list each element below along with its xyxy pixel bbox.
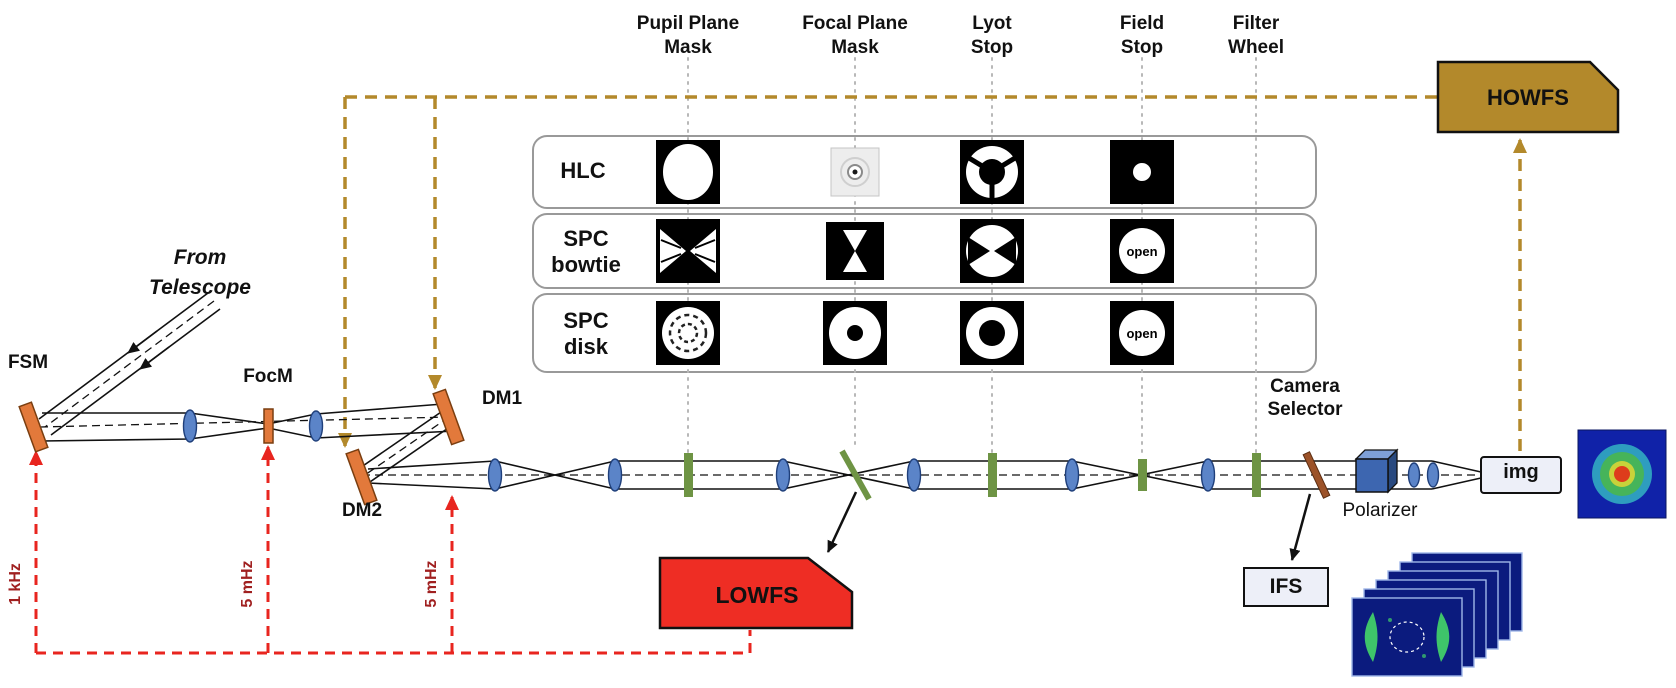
camera-selector-line: Selector xyxy=(1267,398,1343,420)
lens xyxy=(182,409,198,443)
dm1-label: DM1 xyxy=(481,388,523,409)
header-pupil-plane-mask: Pupil Plane Mask xyxy=(603,12,773,60)
spc-disk-pupil-mask xyxy=(656,301,720,365)
fsm-mirror xyxy=(18,401,49,453)
from-telescope-line: From xyxy=(173,246,227,269)
mask-cells xyxy=(656,140,1174,365)
row-spc-disk-box xyxy=(532,293,1317,373)
row-spc-bowtie-box xyxy=(532,213,1317,289)
header-line: Filter xyxy=(1232,13,1280,34)
camera-selector-label: Camera Selector xyxy=(1240,376,1370,422)
row-label-text: SPC xyxy=(563,308,609,333)
header-line: Field xyxy=(1119,13,1165,34)
howfs-box xyxy=(1436,60,1620,134)
optical-axis xyxy=(39,416,1481,478)
spc-disk-field-stop-open xyxy=(1110,301,1174,365)
pickoff-arrows xyxy=(826,491,1312,561)
focal-plane-pickoff xyxy=(839,449,872,501)
spc-bowtie-lyot-stop xyxy=(960,219,1024,283)
lowfs-pickoff-arrow xyxy=(826,491,858,553)
hlc-lyot-stop xyxy=(960,140,1024,204)
spc-disk-focal-plane-mask xyxy=(823,301,887,365)
header-line: Lyot xyxy=(972,13,1012,34)
lens xyxy=(487,458,503,492)
focm-rate-label: 5 mHz xyxy=(239,560,256,608)
polarizer-element xyxy=(1354,448,1399,494)
mask-table xyxy=(532,135,1317,373)
row-label-spc-disk: SPC disk xyxy=(538,308,634,361)
img-label: img xyxy=(1503,461,1539,483)
spc-bowtie-pupil-mask xyxy=(656,219,720,283)
input-beam xyxy=(38,292,221,436)
img-camera-box xyxy=(1480,456,1562,494)
lens xyxy=(1200,458,1216,492)
mirrors xyxy=(18,388,465,506)
camera-selector-mirror xyxy=(1302,451,1331,499)
lens xyxy=(1064,458,1080,492)
ifs-box xyxy=(1243,567,1329,607)
dm2-label: DM2 xyxy=(341,500,383,521)
from-telescope-line: Telescope xyxy=(149,276,251,300)
lyot-stop-element xyxy=(988,453,997,497)
header-filter-wheel: Filter Wheel xyxy=(1192,12,1320,60)
row-label-text: HLC xyxy=(560,158,606,183)
header-line: Stop xyxy=(970,36,1014,58)
lens xyxy=(1426,462,1440,488)
header-line: Mask xyxy=(831,36,879,58)
lens xyxy=(775,458,791,492)
field-stop-element xyxy=(1138,459,1147,491)
row-label-text: disk xyxy=(563,334,609,360)
lowfs-control-lines xyxy=(29,445,752,655)
lowfs-box xyxy=(658,556,854,630)
focm-label: FocM xyxy=(243,366,293,387)
howfs-label: HOWFS xyxy=(1487,85,1569,110)
focm-mirror xyxy=(263,408,274,444)
header-lyot-stop: Lyot Stop xyxy=(932,12,1052,60)
spc-disk-lyot-stop xyxy=(960,301,1024,365)
dm1-mirror xyxy=(432,388,465,446)
header-line: Mask xyxy=(664,36,712,58)
row-label-spc-bowtie: SPC bowtie xyxy=(538,226,634,279)
pupil-mask-element xyxy=(684,453,693,497)
howfs-control-lines xyxy=(338,95,1527,451)
hlc-field-stop xyxy=(1110,140,1174,204)
psf-image xyxy=(1577,429,1667,519)
open-label-disk: open xyxy=(1126,326,1158,341)
from-telescope-label: From Telescope xyxy=(95,243,305,304)
polarizer-label: Polarizer xyxy=(1342,500,1418,521)
fsm-rate-label: 1 kHz xyxy=(7,563,24,605)
ifs-datacube-stack xyxy=(1351,552,1523,677)
fsm-label: FSM xyxy=(7,352,49,373)
lens xyxy=(308,410,324,442)
lowfs-label: LOWFS xyxy=(715,582,799,608)
row-hlc-box xyxy=(532,135,1317,209)
header-focal-plane-mask: Focal Plane Mask xyxy=(770,12,940,60)
dm2-mirror xyxy=(345,448,378,506)
lenses xyxy=(182,409,1440,492)
header-line: Stop xyxy=(1120,36,1164,58)
row-label-text: SPC xyxy=(563,226,609,251)
open-label-bowtie: open xyxy=(1126,244,1158,259)
ifs-pickoff-arrow xyxy=(1289,493,1312,561)
header-line: Pupil Plane xyxy=(636,13,740,34)
lens xyxy=(906,458,922,492)
mask-wheel-elements xyxy=(684,449,1261,501)
dm-rate-label: 5 mHz xyxy=(423,560,440,608)
spc-bowtie-field-stop-open xyxy=(1110,219,1174,283)
filter-wheel-element xyxy=(1252,453,1261,497)
header-field-stop: Field Stop xyxy=(1082,12,1202,60)
row-label-text: bowtie xyxy=(551,252,621,278)
camera-selector-line: Camera xyxy=(1270,376,1340,397)
spc-bowtie-focal-plane-mask xyxy=(826,222,884,280)
hlc-pupil-mask xyxy=(656,140,720,204)
header-line: Wheel xyxy=(1228,36,1284,58)
hlc-focal-plane-mask xyxy=(830,147,880,197)
row-label-hlc: HLC xyxy=(548,158,618,184)
lens xyxy=(607,458,623,492)
ifs-label: IFS xyxy=(1269,575,1303,598)
header-line: Focal Plane xyxy=(802,13,908,34)
lens xyxy=(1407,462,1421,488)
